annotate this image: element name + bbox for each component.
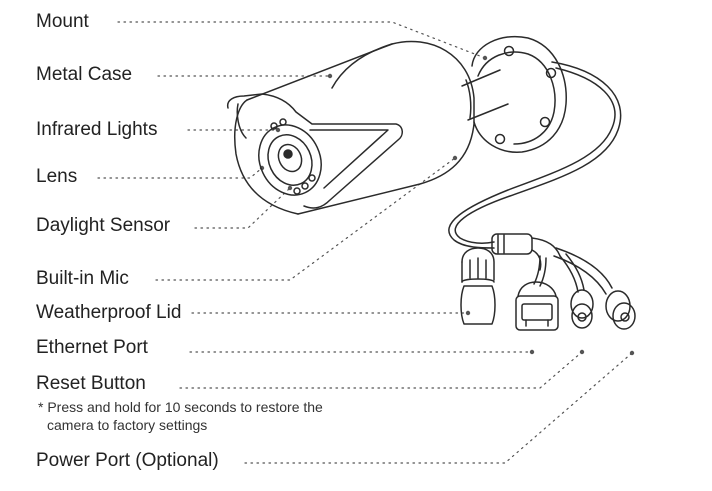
leader-dots	[259, 55, 635, 356]
sun-shield	[226, 93, 403, 209]
power-connector	[553, 247, 636, 330]
leader-built-in-mic	[155, 157, 456, 281]
cable	[448, 61, 622, 249]
label-infrared-lights: Infrared Lights	[36, 119, 158, 140]
leader-mount	[117, 21, 486, 59]
label-reset-button: Reset Button	[36, 373, 146, 394]
cable-splitter	[491, 233, 561, 271]
label-metal-case: Metal Case	[36, 64, 133, 85]
ethernet-connector	[515, 255, 559, 331]
label-daylight-sensor: Daylight Sensor	[36, 215, 171, 236]
reset-connector	[559, 253, 594, 329]
infrared-leds	[270, 118, 316, 195]
label-lens: Lens	[36, 166, 78, 187]
label-built-in-mic: Built-in Mic	[36, 268, 129, 289]
label-weatherproof-lid: Weatherproof Lid	[36, 302, 182, 323]
weatherproof-lid	[460, 247, 496, 325]
mount	[461, 35, 567, 153]
metal-case	[234, 40, 475, 215]
label-mount: Mount	[36, 11, 89, 32]
leader-reset-button	[179, 351, 583, 389]
leader-lines	[97, 21, 633, 464]
leader-power-port	[244, 352, 633, 464]
label-power-port: Power Port (Optional)	[36, 450, 219, 471]
leader-daylight-sensor	[194, 187, 291, 229]
lens-assembly	[258, 124, 322, 196]
reset-note-line-2: camera to factory settings	[47, 417, 208, 433]
label-ethernet-port: Ethernet Port	[36, 337, 148, 358]
leader-lens	[97, 167, 263, 179]
reset-note-line-1: * Press and hold for 10 seconds to resto…	[38, 399, 323, 415]
